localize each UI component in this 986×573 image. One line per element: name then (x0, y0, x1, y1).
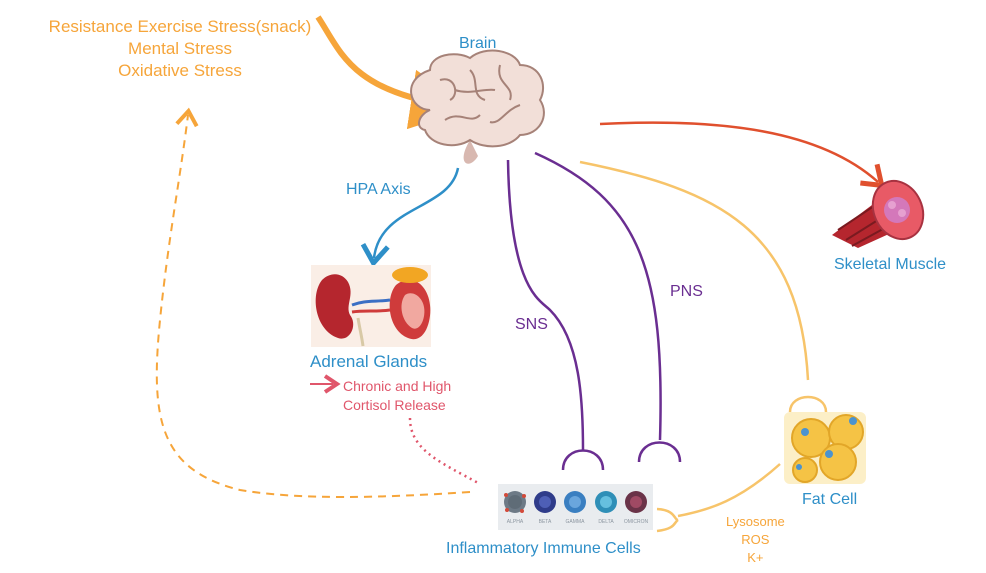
secretion-ros: ROS (741, 532, 770, 547)
kidney-adrenal-icon (311, 265, 431, 347)
brain-to-muscle-arrow (599, 121, 885, 189)
hpa-axis-arrow (360, 167, 460, 268)
immune-bracket (656, 507, 679, 533)
brain-icon (410, 49, 545, 164)
fat-to-immune-path (677, 463, 781, 518)
feedback-loop-dashed-arrow (155, 107, 471, 498)
pns-synapse (637, 441, 682, 463)
variant-label: ALPHA (506, 519, 524, 525)
fat-cell-synapse (788, 395, 828, 413)
secretion-potassium: K+ (747, 550, 764, 565)
fat-cell-label: Fat Cell (802, 491, 858, 508)
cortisol-to-immune-dotted (408, 417, 481, 486)
muscle-fiber-icon (832, 179, 925, 248)
brain-to-fat-path (579, 160, 810, 381)
pns-label: PNS (670, 283, 703, 300)
stressor-resistance-exercise: Resistance Exercise Stress(snack) (48, 17, 312, 36)
sns-nerve (506, 159, 585, 451)
variant-label: GAMMA (565, 519, 585, 525)
adrenal-glands-label: Adrenal Glands (310, 352, 428, 371)
cortisol-release-label: Chronic and High Cortisol Release (343, 377, 451, 415)
cortisol-line-1: Chronic and High (343, 378, 452, 394)
stressors-list: Resistance Exercise Stress(snack) Mental… (44, 16, 316, 82)
sns-label: SNS (515, 316, 548, 333)
stressor-oxidative: Oxidative Stress (118, 61, 242, 80)
fat-cell-icon (784, 412, 866, 484)
stressor-mental: Mental Stress (128, 39, 232, 58)
skeletal-muscle-label: Skeletal Muscle (834, 256, 947, 273)
virus-cells-icon: ALPHA BETA GAMMA DELTA OMICRON (498, 484, 653, 530)
cortisol-line-2: Cortisol Release (343, 397, 446, 413)
variant-label: DELTA (598, 519, 614, 525)
fat-secretions-label: Lysosome ROS K+ (726, 513, 785, 567)
pns-nerve (534, 151, 662, 441)
immune-cells-label: Inflammatory Immune Cells (446, 540, 641, 557)
brain-label: Brain (459, 35, 497, 52)
sns-synapse (561, 449, 605, 471)
hpa-axis-label: HPA Axis (346, 181, 411, 198)
variant-label: BETA (538, 519, 552, 525)
variant-label: OMICRON (623, 519, 649, 525)
secretion-lysosome: Lysosome (726, 514, 785, 529)
